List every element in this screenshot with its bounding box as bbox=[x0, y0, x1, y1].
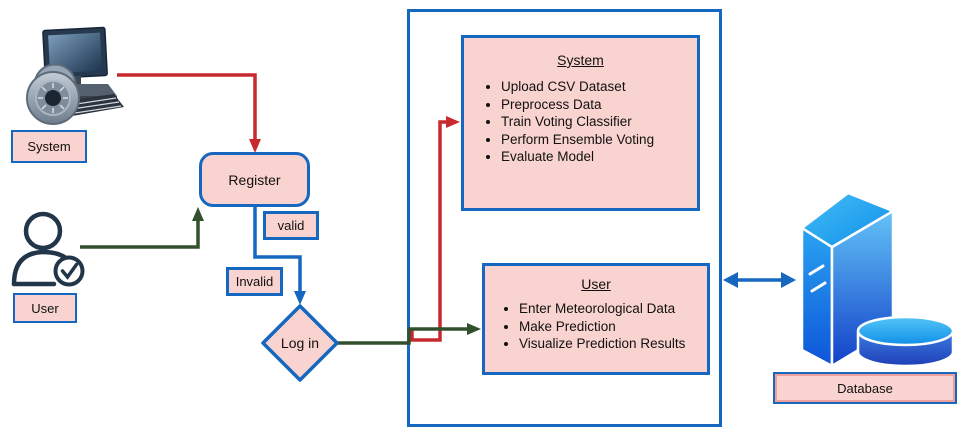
login-label-text: Log in bbox=[280, 335, 320, 351]
list-item: Upload CSV Dataset bbox=[501, 78, 697, 96]
user-panel-list: Enter Meteorological Data Make Predictio… bbox=[485, 300, 707, 353]
list-item: Make Prediction bbox=[519, 318, 707, 336]
database-label-box: Database bbox=[773, 372, 957, 404]
user-actor-label: User bbox=[31, 300, 59, 316]
system-panel-title: System bbox=[557, 52, 604, 68]
system-computer-icon bbox=[26, 26, 124, 125]
invalid-label: Invalid bbox=[235, 274, 274, 289]
database-icon bbox=[800, 191, 955, 368]
user-panel-title: User bbox=[581, 276, 611, 292]
arrow-system-to-register bbox=[117, 73, 261, 153]
database-label: Database bbox=[837, 380, 893, 396]
login-node-label: Log in bbox=[263, 306, 337, 380]
list-item: Perform Ensemble Voting bbox=[501, 131, 697, 149]
list-item: Visualize Prediction Results bbox=[519, 335, 707, 353]
system-actor-label: System bbox=[27, 139, 71, 154]
user-person-icon bbox=[11, 211, 85, 287]
user-panel: User Enter Meteorological Data Make Pred… bbox=[482, 263, 710, 375]
valid-badge: valid bbox=[263, 211, 319, 240]
list-item: Evaluate Model bbox=[501, 148, 697, 166]
register-label: Register bbox=[228, 171, 281, 188]
arrow-user-to-register bbox=[80, 207, 204, 249]
system-panel: System Upload CSV Dataset Preprocess Dat… bbox=[461, 35, 700, 211]
register-node: Register bbox=[199, 152, 310, 207]
invalid-badge: Invalid bbox=[226, 267, 283, 296]
list-item: Enter Meteorological Data bbox=[519, 300, 707, 318]
system-actor-label-box: System bbox=[11, 130, 87, 163]
user-actor-label-box: User bbox=[13, 293, 77, 323]
double-arrow-container-database bbox=[723, 272, 796, 288]
valid-label: valid bbox=[277, 218, 305, 233]
list-item: Preprocess Data bbox=[501, 96, 697, 114]
list-item: Train Voting Classifier bbox=[501, 113, 697, 131]
system-panel-list: Upload CSV Dataset Preprocess Data Train… bbox=[464, 78, 697, 166]
